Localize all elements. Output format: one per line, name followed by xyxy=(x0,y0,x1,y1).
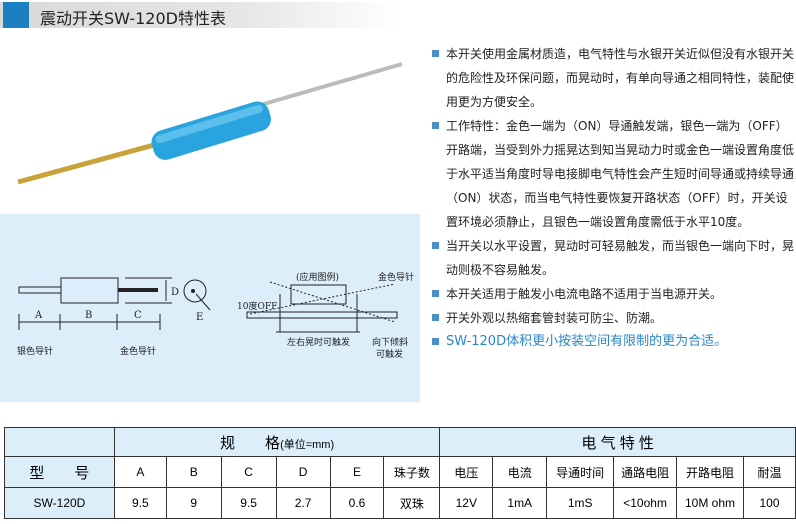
gold-lead-label-2: 金色导针 xyxy=(378,271,414,283)
electrical-group-header: 电 气 特 性 xyxy=(439,427,796,457)
table-cell: 2.7 xyxy=(275,487,331,519)
app-example-label: (应用图例) xyxy=(296,271,339,283)
label-d: D xyxy=(171,287,179,298)
title-marker xyxy=(3,2,29,28)
column-header: 通路电阻 xyxy=(613,456,678,488)
column-header: A xyxy=(113,456,167,488)
table-cell: 9 xyxy=(165,487,222,519)
column-header: D xyxy=(275,456,331,488)
table-cell: 10M ohm xyxy=(676,487,744,519)
label-e: E xyxy=(196,312,203,323)
column-header: C xyxy=(220,456,277,488)
column-header: 电流 xyxy=(492,456,548,488)
table-cell: 9.5 xyxy=(113,487,167,519)
feature-item: 本开关适用于触发小电流电路不适用于当电源开关。 xyxy=(432,282,794,306)
product-photo xyxy=(0,42,420,207)
off-angle-label: 10度OFF xyxy=(237,300,277,312)
title-bar: 震动开关SW-120D特性表 xyxy=(0,2,400,28)
label-a: A xyxy=(34,310,43,321)
table-cell: <10ohm xyxy=(613,487,678,519)
column-header: 电压 xyxy=(439,456,494,488)
table-corner xyxy=(4,427,115,457)
column-header: 开路电阻 xyxy=(676,456,744,488)
page-title: 震动开关SW-120D特性表 xyxy=(40,9,226,28)
table-cell: 双珠 xyxy=(383,487,441,519)
feature-item: 工作特性：金色一端为（ON）导通触发端，银色一端为（OFF）开路端，当受到外力摇… xyxy=(432,114,794,234)
label-c: C xyxy=(134,310,142,321)
spec-group-header: 规 格(单位=mm) xyxy=(113,427,441,457)
table-cell: 1mS xyxy=(546,487,615,519)
dimension-diagram: D E A B C 银色导针 金色导针 (应用图例) 金色导针 10度OFF 左… xyxy=(0,214,420,402)
table-cell: SW-120D xyxy=(4,487,115,519)
feature-list: 本开关使用金属材质造，电气特性与水银开关近似但没有水银开关的危险性及环保问题，而… xyxy=(432,42,794,354)
feature-item: 当开关以水平设置，晃动时可轻易触发，而当银色一端向下时，晃动则极不容易触发。 xyxy=(432,234,794,282)
table-cell: 12V xyxy=(439,487,494,519)
column-header: E xyxy=(329,456,385,488)
label-b: B xyxy=(85,310,92,321)
column-header: 导通时间 xyxy=(546,456,615,488)
column-header: 珠子数 xyxy=(383,456,441,488)
tilt-label-1: 向下倾斜 xyxy=(372,336,408,348)
shake-trigger-label: 左右晃时可触发 xyxy=(287,336,350,348)
gold-lead-label: 金色导针 xyxy=(120,345,156,357)
feature-item-highlight: SW-120D体积更小按装空间有限制的更为合适。 xyxy=(432,330,794,354)
table-cell: 1mA xyxy=(492,487,548,519)
table-cell: 100 xyxy=(742,487,796,519)
tilt-label-2: 可触发 xyxy=(376,348,403,360)
column-header: 型 号 xyxy=(4,456,115,488)
table-cell: 0.6 xyxy=(329,487,385,519)
column-header: 耐温 xyxy=(742,456,796,488)
column-header: B xyxy=(165,456,222,488)
silver-lead-label: 银色导针 xyxy=(17,345,53,357)
feature-item: 开关外观以热缩套管封装可防尘、防潮。 xyxy=(432,306,794,330)
table-cell: 9.5 xyxy=(220,487,277,519)
feature-item: 本开关使用金属材质造，电气特性与水银开关近似但没有水银开关的危险性及环保问题，而… xyxy=(432,42,794,114)
